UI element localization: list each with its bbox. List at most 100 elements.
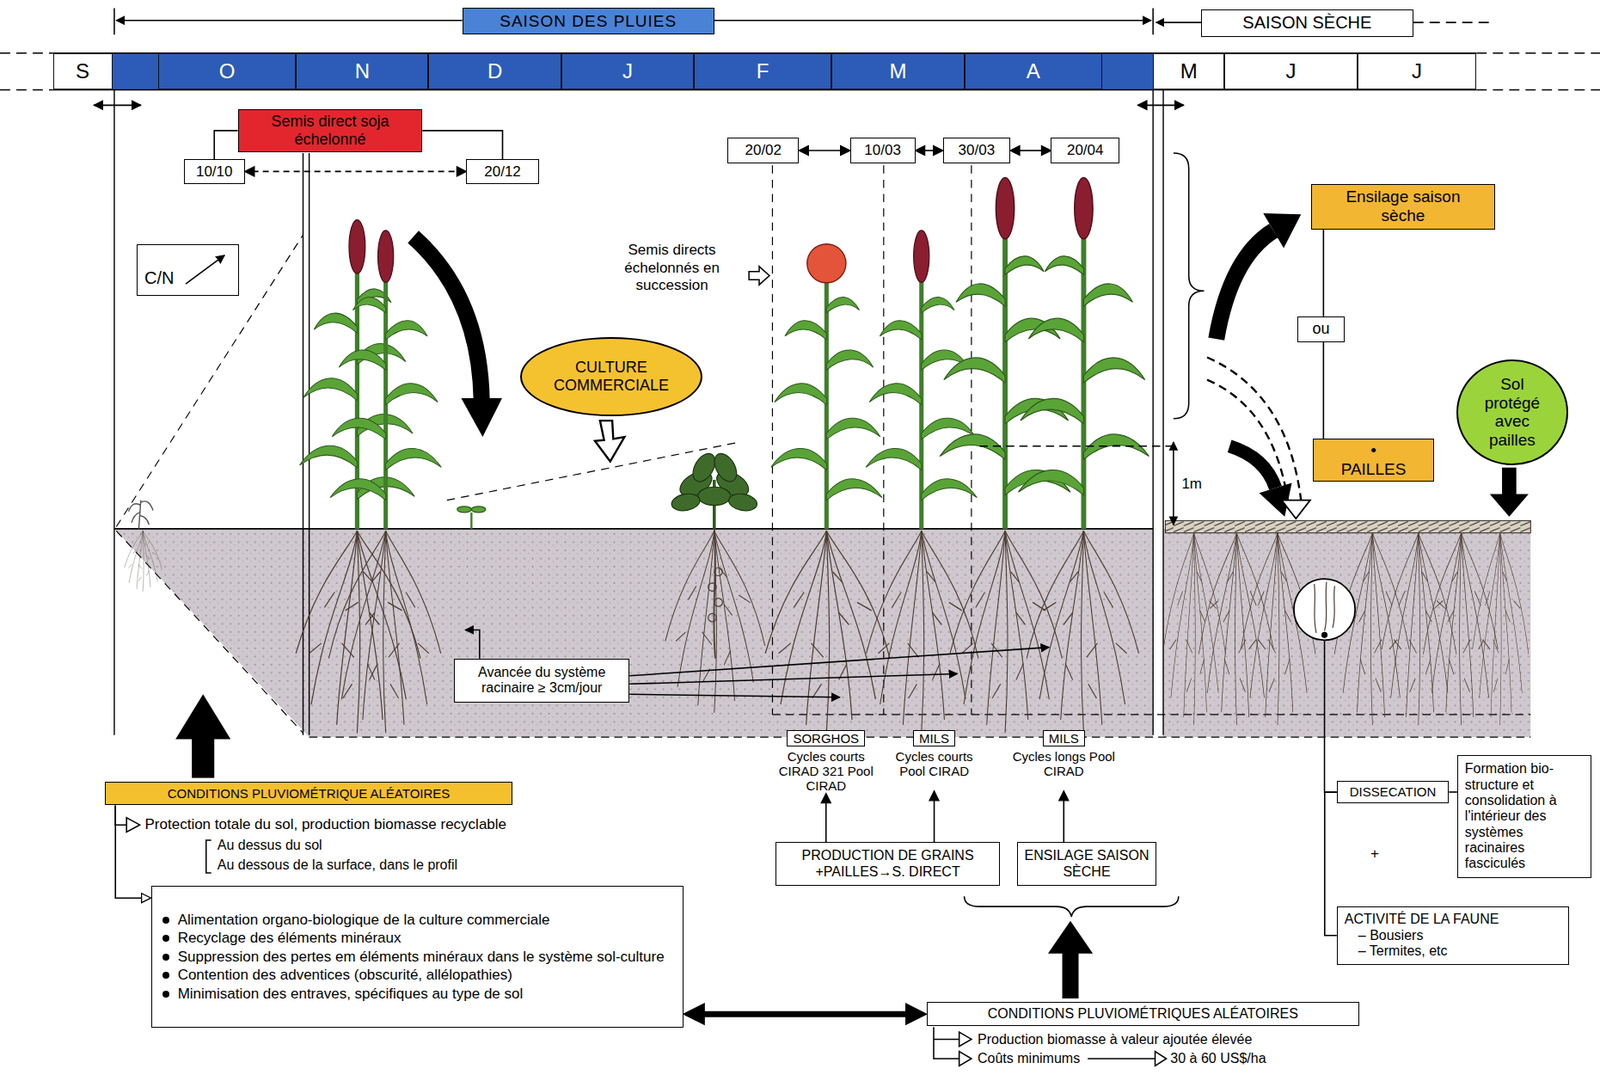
connector-line <box>115 804 144 898</box>
month-bar <box>1137 104 1184 106</box>
month-cell: M <box>831 53 964 91</box>
connector-line <box>422 130 503 160</box>
crop-plants <box>913 230 930 283</box>
season-arrows <box>116 19 462 22</box>
bullet-box: Alimentation organo-biologique de la cul… <box>151 885 685 1028</box>
roots <box>708 582 717 591</box>
text-label: + <box>1370 845 1380 863</box>
arrowhead <box>683 1003 705 1024</box>
month-bar <box>0 53 1600 106</box>
soil-profile <box>114 520 1531 737</box>
soil-circle: Sol protégé avec pailles <box>1456 359 1570 466</box>
node-text: C/N <box>144 268 174 289</box>
node-text: 20/02 <box>744 141 782 160</box>
connector <box>1323 229 1325 317</box>
node-text: MILS <box>913 729 956 747</box>
connector-line <box>214 130 238 160</box>
roots <box>1472 533 1529 725</box>
connector-line <box>1323 229 1325 317</box>
note-box: Formation bio-structure et consolidation… <box>1457 754 1593 877</box>
label-box: PRODUCTION DE GRAINS +PAILLES→S. DIRECT <box>775 841 1000 886</box>
node-text: CULTURE COMMERCIALE <box>540 358 681 394</box>
callout-marks <box>185 255 225 284</box>
node-text: N <box>355 59 370 84</box>
label-box: DISSECATION <box>1336 780 1450 804</box>
month-cell: J <box>1357 53 1478 91</box>
condition-box: CONDITIONS PLUVIOMÉTRIQUE ALÉATOIRES <box>104 781 513 805</box>
node-text: CONDITIONS PLUVIOMÉTRIQUES ALÉATOIRES <box>987 1005 1299 1022</box>
node-text: 30/03 <box>958 141 996 160</box>
node-text: Recyclage des éléments minéraux <box>177 929 402 947</box>
text-label: Production biomasse à valeur ajoutée éle… <box>977 1030 1252 1048</box>
node-text: Avancée du système racinaire ≥ 3cm/jour <box>459 664 624 697</box>
callout-marks <box>748 266 770 285</box>
flow-arrows <box>1229 446 1276 489</box>
callout-marks <box>1173 153 1205 419</box>
flow-arrows <box>460 398 502 437</box>
connector-line <box>806 149 843 152</box>
node-text: SAISON SÈCHE <box>1242 12 1372 33</box>
connector-line <box>825 800 828 842</box>
arrowhead <box>1010 146 1020 156</box>
soybean-plant <box>710 449 742 486</box>
bullet-row: Alimentation organo-biologique de la cul… <box>162 911 551 929</box>
connector-line <box>1324 791 1337 936</box>
crop-column: SORGHOSCycles courts CIRAD 321 Pool CIRA… <box>772 729 880 794</box>
season-arrows <box>714 19 1152 22</box>
node-text: M <box>888 59 907 84</box>
month-cell: N <box>295 53 429 91</box>
crop-plants <box>349 220 366 275</box>
month-cell: A <box>964 53 1103 91</box>
roots <box>1198 533 1274 725</box>
node-text: Formation bio-structure et consolidation… <box>1465 760 1585 872</box>
arrowhead <box>840 146 851 156</box>
root-detail <box>1293 578 1355 640</box>
guide-lines <box>113 89 115 735</box>
crop-column: MILSCycles courts Pool CIRAD <box>885 729 983 791</box>
flow-arrows <box>175 693 231 739</box>
node-text: DISSECATION <box>1349 784 1437 799</box>
connector <box>1059 790 1069 842</box>
connector-line <box>1323 342 1325 440</box>
roots <box>708 613 717 621</box>
label-box: 10/10 <box>183 159 246 184</box>
arrowhead <box>906 1003 927 1024</box>
node-text: Cycles longs Pool CIRAD <box>1005 748 1122 779</box>
bullet-row: Suppression des pertes em éléments minér… <box>162 948 665 966</box>
month-bar <box>0 52 54 54</box>
roots <box>713 528 716 659</box>
connector <box>929 790 939 842</box>
node-text: PRODUCTION DE GRAINS +PAILLES→S. DIRECT <box>781 847 994 880</box>
connector <box>214 130 238 160</box>
crop-plants <box>128 500 154 529</box>
guide-lines <box>1162 89 1164 735</box>
soil-profile <box>772 713 1531 715</box>
flow-arrows <box>1501 467 1517 497</box>
roots <box>328 530 441 733</box>
callout-marks <box>629 693 840 698</box>
node-text: J <box>622 59 633 84</box>
month-bar <box>0 89 54 91</box>
month-cell: D <box>428 53 561 91</box>
callout-marks <box>1172 441 1175 525</box>
flow-arrows <box>1207 356 1301 500</box>
crop-plants <box>807 244 846 283</box>
roots <box>124 528 1529 733</box>
guide-lines <box>302 153 304 736</box>
roots <box>708 567 724 622</box>
root-detail <box>1314 582 1336 633</box>
arrowhead <box>933 146 944 156</box>
callout-marks <box>1324 639 1337 792</box>
connector <box>1010 146 1051 156</box>
ratio-box: C/N <box>136 244 240 297</box>
guide-lines <box>114 89 1164 735</box>
soil-profile <box>1163 528 1531 737</box>
callout-marks <box>629 647 1049 676</box>
node-text: 10/03 <box>864 141 902 160</box>
callout-marks <box>629 673 957 684</box>
bullet-row: Recyclage des éléments minéraux <box>162 929 402 947</box>
month-cell: J <box>561 53 694 91</box>
season-arrows <box>1152 7 1154 35</box>
roots <box>866 530 979 733</box>
flow-arrows <box>1062 950 1079 999</box>
